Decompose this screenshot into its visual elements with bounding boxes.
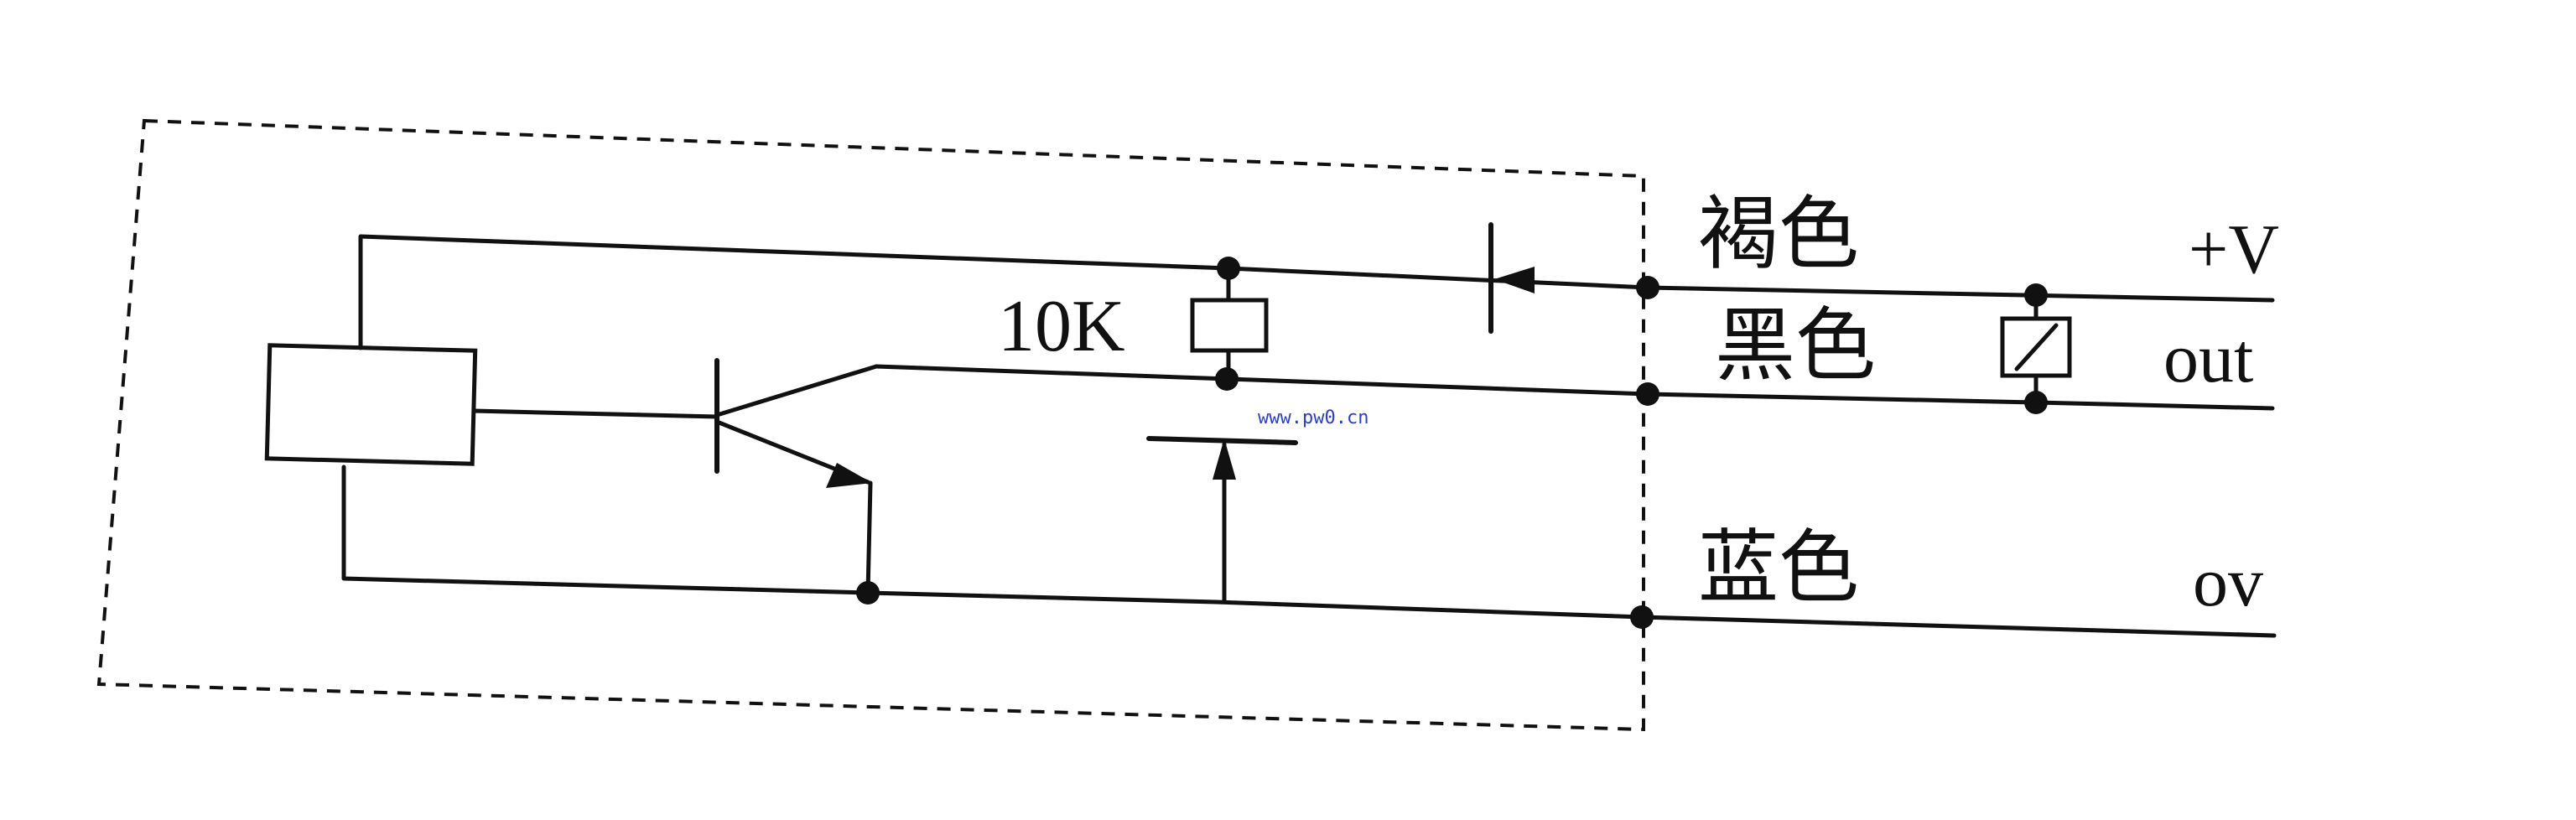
output-clamp-bar — [1146, 436, 1298, 445]
relay-coil-slash — [2014, 323, 2059, 371]
sensing-element-to-base — [471, 408, 719, 419]
sensing-element-block — [264, 343, 478, 466]
junction-dot — [2024, 391, 2048, 414]
watermark-text: www.pw0.cn — [1258, 407, 1368, 428]
diode-arrow-icon — [1494, 267, 1535, 293]
emitter-to-ground — [865, 480, 873, 595]
junction-dot — [856, 581, 880, 605]
junction-dot — [1215, 367, 1239, 391]
output-terminal-label: out — [2163, 319, 2253, 397]
junction-dot — [1636, 382, 1659, 406]
black-wire-label: 黑色 — [1715, 298, 1876, 392]
junction-dot — [1636, 276, 1659, 299]
positive-terminal-label: +V — [2189, 210, 2279, 288]
pullup-resistor-body — [1190, 298, 1269, 353]
blue-wire-label: 蓝色 — [1698, 521, 1859, 615]
emitter-arrow-icon — [826, 463, 872, 488]
pullup-resistor-label: 10K — [998, 286, 1125, 367]
junction-dot — [1630, 605, 1654, 629]
output-clamp-arrow-icon — [1213, 439, 1236, 480]
zero-volt-terminal-label: ov — [2193, 543, 2263, 621]
sensor-enclosure-outline — [96, 118, 1645, 732]
blue-zero-volt-wire — [341, 464, 2277, 638]
brown-positive-wire — [358, 234, 2275, 350]
junction-dot — [2024, 283, 2048, 307]
brown-wire-label: 褐色 — [1698, 187, 1859, 281]
transistor-collector — [714, 364, 879, 418]
junction-dot — [1217, 257, 1240, 280]
